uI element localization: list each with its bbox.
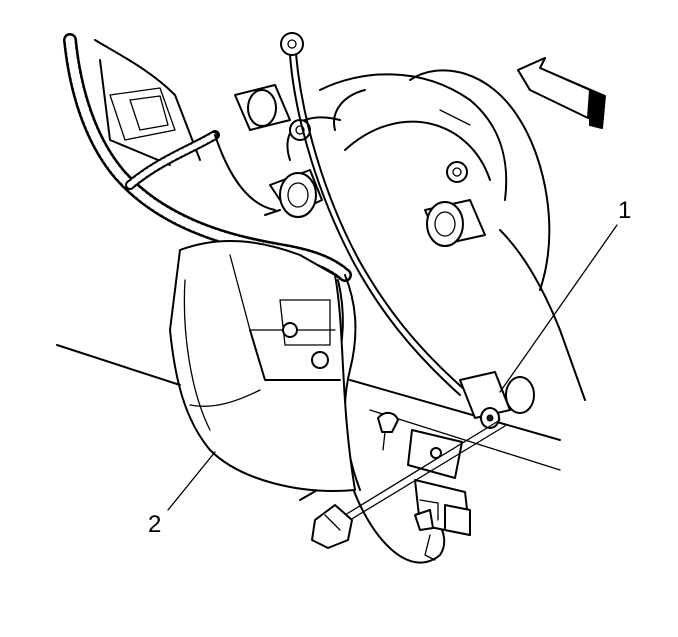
frame-rail: [56, 344, 561, 471]
callout-label-2: 2: [148, 511, 161, 538]
engine-block-outline: [94, 39, 586, 401]
forward-arrow-icon: [517, 57, 606, 129]
wiring-harness: [63, 33, 361, 491]
sensor-connector: [264, 169, 323, 218]
mounting-bolt: [446, 161, 468, 183]
sensor-assembly: [377, 371, 535, 561]
callout-leader-2: [167, 451, 216, 511]
sensor-connector: [234, 84, 291, 131]
ground-strap: [280, 32, 466, 396]
callout-leader-1: [499, 224, 618, 393]
sensor-connector: [424, 199, 486, 247]
housing: [169, 239, 356, 492]
callout-label-1: 1: [618, 197, 631, 224]
bolt: [311, 419, 506, 549]
